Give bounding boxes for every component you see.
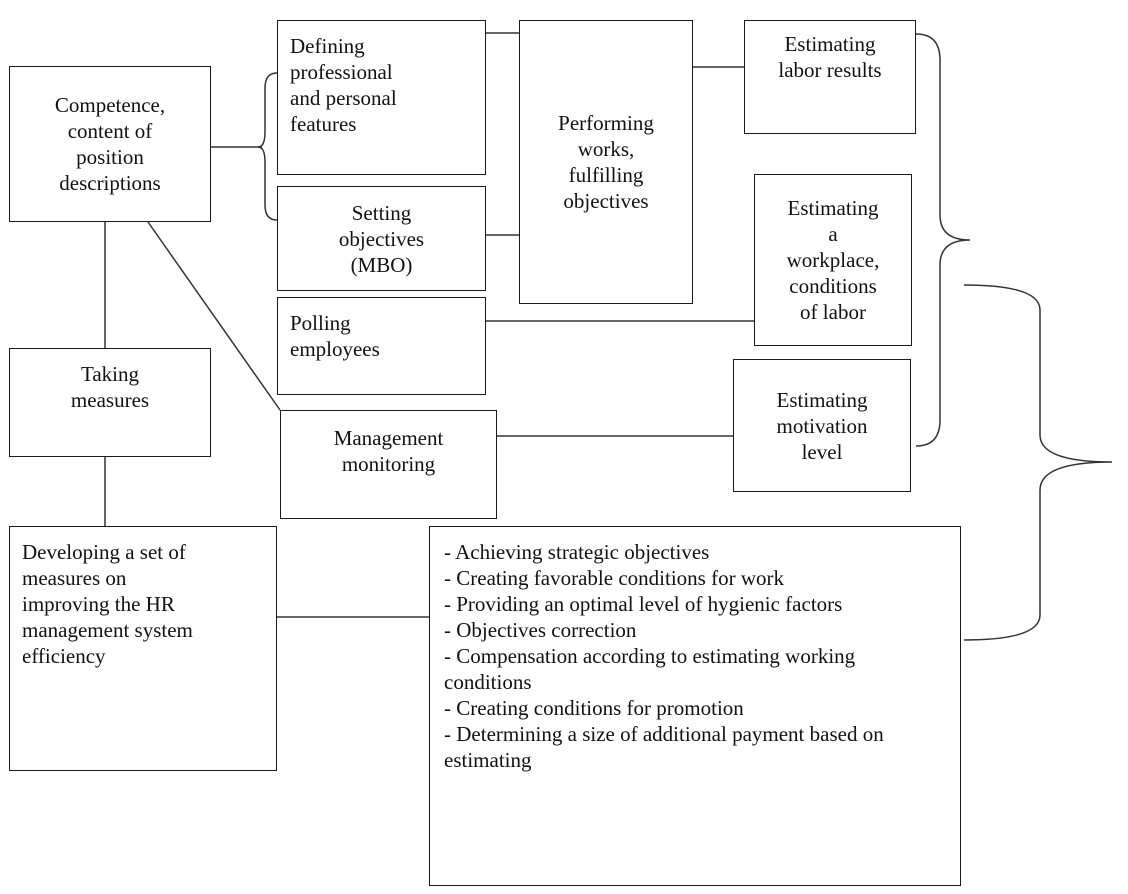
measure-item: - Determining a size of additional payme…: [444, 722, 884, 772]
setting-objectives-box: Setting objectives (MBO): [277, 186, 486, 291]
taking-measures-box: Taking measures: [9, 348, 211, 457]
performing-box: Performing works, fulfilling objectives: [519, 20, 693, 304]
polling-employees-box: Polling employees: [277, 297, 486, 395]
measure-item: - Providing an optimal level of hygienic…: [444, 592, 843, 616]
measure-item: - Achieving strategic objectives: [444, 540, 710, 564]
brace-competence: [257, 72, 278, 221]
measure-item: - Creating favorable conditions for work: [444, 566, 784, 590]
measure-item: - Creating conditions for promotion: [444, 696, 744, 720]
measure-item: - Objectives correction: [444, 618, 637, 642]
brace-estimations: [915, 33, 971, 447]
measure-item: - Compensation according to estimating w…: [444, 644, 856, 694]
management-monitoring-box: Management monitoring: [280, 410, 497, 519]
defining-box: Defining professional and personal featu…: [277, 20, 486, 175]
competence-box: Competence, content of position descript…: [9, 66, 211, 222]
connector-competence-monitoring: [147, 221, 281, 411]
estimating-motivation-box: Estimating motivation level: [733, 359, 911, 492]
measures-list: - Achieving strategic objectives - Creat…: [444, 539, 920, 773]
brace-measures: [963, 284, 1113, 641]
developing-box: Developing a set of measures on improvin…: [9, 526, 277, 771]
estimating-labor-results-box: Estimating labor results: [744, 20, 916, 134]
measures-list-box: - Achieving strategic objectives - Creat…: [429, 526, 961, 886]
estimating-workplace-box: Estimating a workplace, conditions of la…: [754, 174, 912, 346]
